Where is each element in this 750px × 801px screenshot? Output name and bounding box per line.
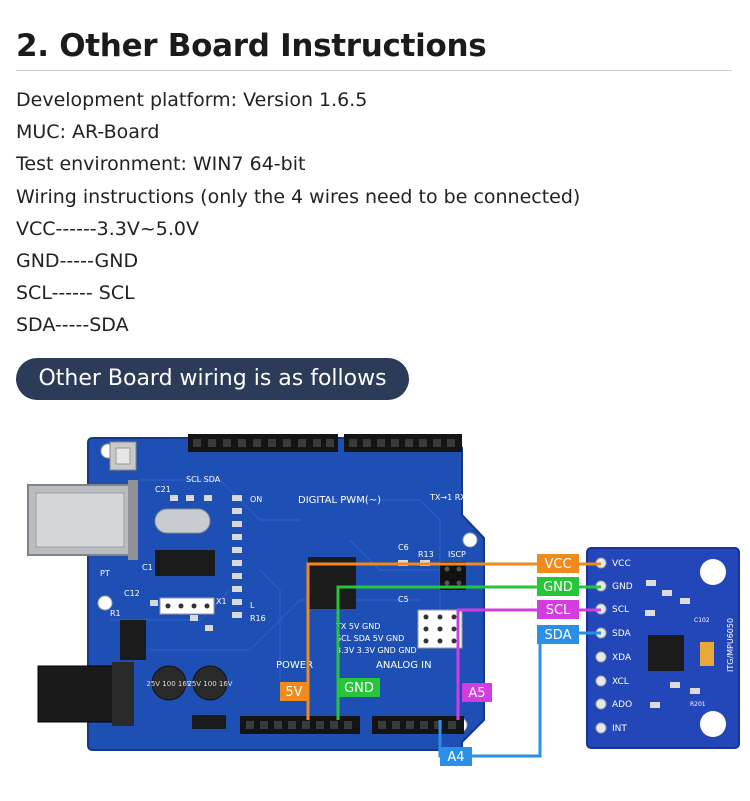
mpu6050-module: VCC GND SCL SDA XDA XCL ADO INT ITG/MPU6… — [586, 547, 740, 749]
txrx-label: TX→1 RX←0 — [429, 493, 478, 502]
crystal-oscillator — [154, 508, 211, 534]
a4-pin-label: A4 — [447, 750, 464, 765]
pin-sda-label: SDA — [612, 629, 631, 639]
vcc-wire-label: VCC — [544, 557, 571, 572]
c6-label: C6 — [398, 543, 409, 552]
reset-button — [109, 441, 137, 471]
icsp-label: ISCP — [448, 550, 466, 559]
icsp-header — [440, 562, 466, 590]
wire-labels: VCC GND SCL SDA 5V GND A5 A4 — [280, 554, 579, 766]
pin-int-label: INT — [612, 724, 627, 734]
wiring-diagram: 25V 100 16V 25V 100 16V — [27, 434, 740, 766]
r13-label: R13 — [418, 550, 434, 559]
mpu-chip — [648, 635, 684, 671]
info-line-environment: Test environment: WIN7 64-bit — [16, 153, 306, 176]
title-divider — [16, 70, 732, 71]
pin-xcl-label: XCL — [612, 677, 629, 687]
5v-pin-label: 5V — [285, 685, 302, 700]
usb-chip — [155, 550, 215, 576]
c5-label: C5 — [398, 595, 409, 604]
scl-wire-label: SCL — [546, 603, 571, 618]
jumper-block — [192, 715, 226, 729]
chip-label: ITG/MPU6050 — [726, 618, 735, 672]
info-line-wiring: Wiring instructions (only the 4 wires ne… — [16, 185, 581, 208]
power-header — [240, 716, 360, 734]
c12-label: C12 — [124, 589, 140, 598]
header-row3-label: 3.3V 3.3V GND GND — [336, 646, 417, 655]
wire-vcc — [306, 562, 601, 720]
c1-label: C1 — [142, 563, 153, 572]
header-row1-label: TX 5V GND — [335, 622, 380, 631]
module-hole-bottom — [700, 711, 726, 737]
header-row2-label: SCL SDA 5V GND — [336, 634, 404, 643]
r16-label: R16 — [250, 614, 266, 623]
scl-sda-label: SCL SDA — [186, 475, 221, 484]
pin-scl-label: SCL — [612, 605, 629, 615]
analog-header — [372, 716, 464, 734]
pt-label: PT — [100, 569, 110, 578]
on-label: ON — [250, 495, 262, 504]
info-line-scl: SCL------ SCL — [16, 282, 135, 305]
x1-label: X1 — [216, 597, 227, 606]
l-label: L — [250, 601, 255, 610]
r1-label: R1 — [110, 609, 121, 618]
info-line-platform: Development platform: Version 1.6.5 — [16, 89, 368, 111]
cap2-label: 25V 100 16V — [187, 680, 232, 688]
digital-label: DIGITAL PWM(~) — [298, 495, 381, 506]
power-label: POWER — [276, 660, 313, 671]
info-line-muc: MUC: AR-Board — [16, 121, 160, 144]
microcontroller-board: 25V 100 16V 25V 100 16V — [27, 434, 485, 751]
page-title: 2. Other Board Instructions — [16, 28, 487, 64]
digital-header — [188, 434, 462, 452]
pin-gnd-label: GND — [612, 582, 633, 592]
info-line-sda: SDA-----SDA — [16, 314, 129, 337]
info-line-gnd: GND-----GND — [16, 249, 139, 272]
instructions-list: Development platform: Version 1.6.5 MUC:… — [16, 84, 580, 342]
regulator — [120, 620, 146, 660]
electrolytic-capacitors: 25V 100 16V 25V 100 16V — [146, 665, 233, 701]
pin-xda-label: XDA — [612, 653, 632, 663]
c21-label: C21 — [155, 485, 171, 494]
cap1-label: 25V 100 16V — [146, 680, 191, 688]
gnd-wire-label: GND — [543, 580, 573, 595]
pin-ado-label: ADO — [612, 700, 632, 710]
sda-wire-label: SDA — [545, 628, 572, 643]
a5-pin-label: A5 — [468, 686, 485, 701]
power-jack — [37, 662, 134, 726]
usb-connector — [27, 480, 138, 560]
analog-label: ANALOG IN — [376, 660, 432, 671]
c102-label: C102 — [694, 617, 710, 624]
pin-vcc-label: VCC — [612, 559, 631, 569]
wiring-subheading: Other Board wiring is as follows — [16, 358, 409, 400]
r201-label: R201 — [690, 701, 706, 708]
i2c-header — [159, 597, 463, 649]
info-line-vcc: VCC------3.3V~5.0V — [16, 217, 200, 240]
wire-gnd — [336, 585, 601, 720]
main-chip — [308, 557, 356, 609]
module-capacitor — [700, 642, 714, 666]
module-hole-top — [700, 559, 726, 585]
gnd-pin-label: GND — [344, 681, 374, 696]
